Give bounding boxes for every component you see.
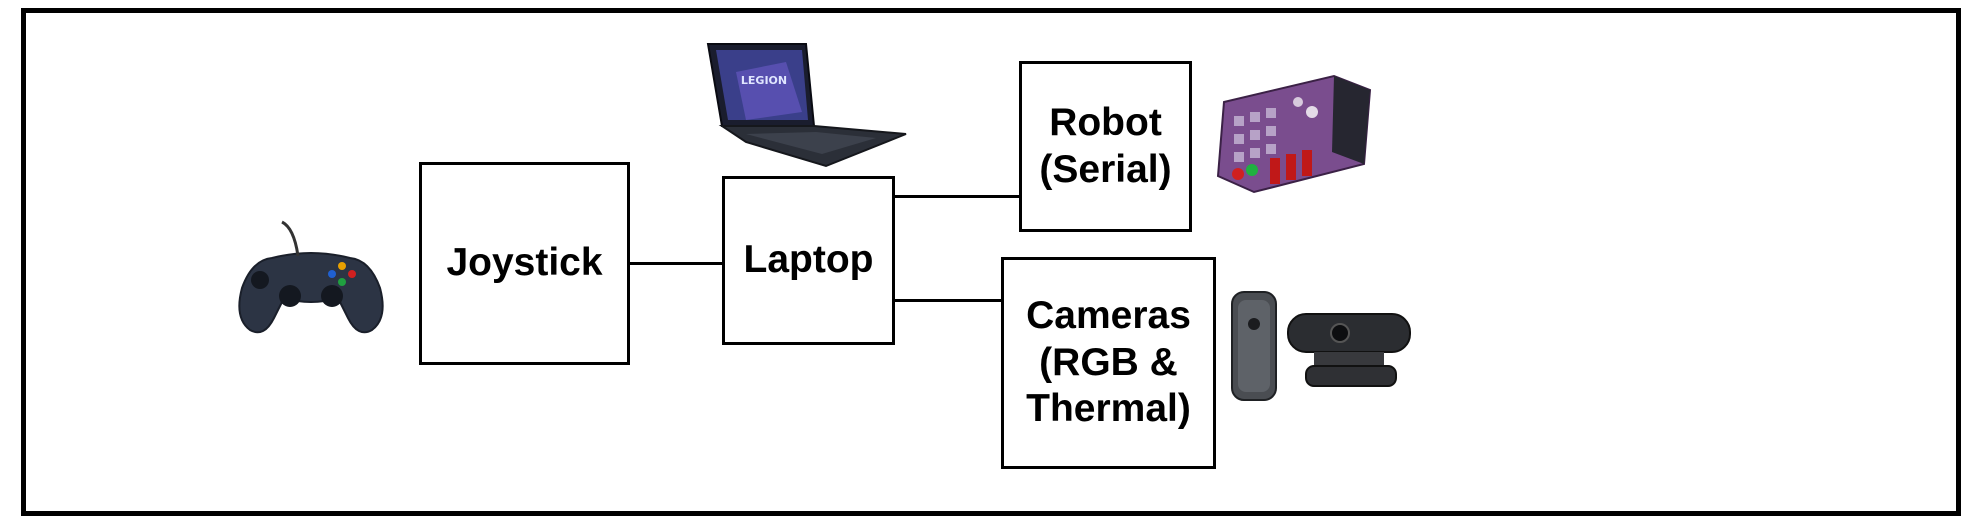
edge-joystick-laptop	[630, 262, 724, 265]
cameras-node: Cameras (RGB & Thermal)	[1001, 257, 1216, 469]
edge-laptop-robot	[895, 195, 1021, 198]
laptop-icon: LEGION	[706, 43, 907, 168]
edge-laptop-cameras	[895, 299, 1003, 302]
joystick-node: Joystick	[419, 162, 630, 365]
robot-node: Robot (Serial)	[1019, 61, 1192, 232]
laptop-screen-text: LEGION	[741, 74, 787, 87]
robot-board-icon	[1216, 74, 1372, 194]
cameras-label: Cameras (RGB & Thermal)	[1026, 293, 1191, 431]
gamepad-icon	[238, 220, 384, 334]
webcam-icon	[1287, 313, 1411, 387]
diagram-frame	[21, 8, 1961, 516]
thermal-camera-icon	[1231, 291, 1277, 401]
robot-label: Robot (Serial)	[1039, 100, 1172, 191]
laptop-label: Laptop	[743, 238, 874, 282]
laptop-node: Laptop	[722, 176, 895, 345]
joystick-label: Joystick	[446, 241, 603, 285]
